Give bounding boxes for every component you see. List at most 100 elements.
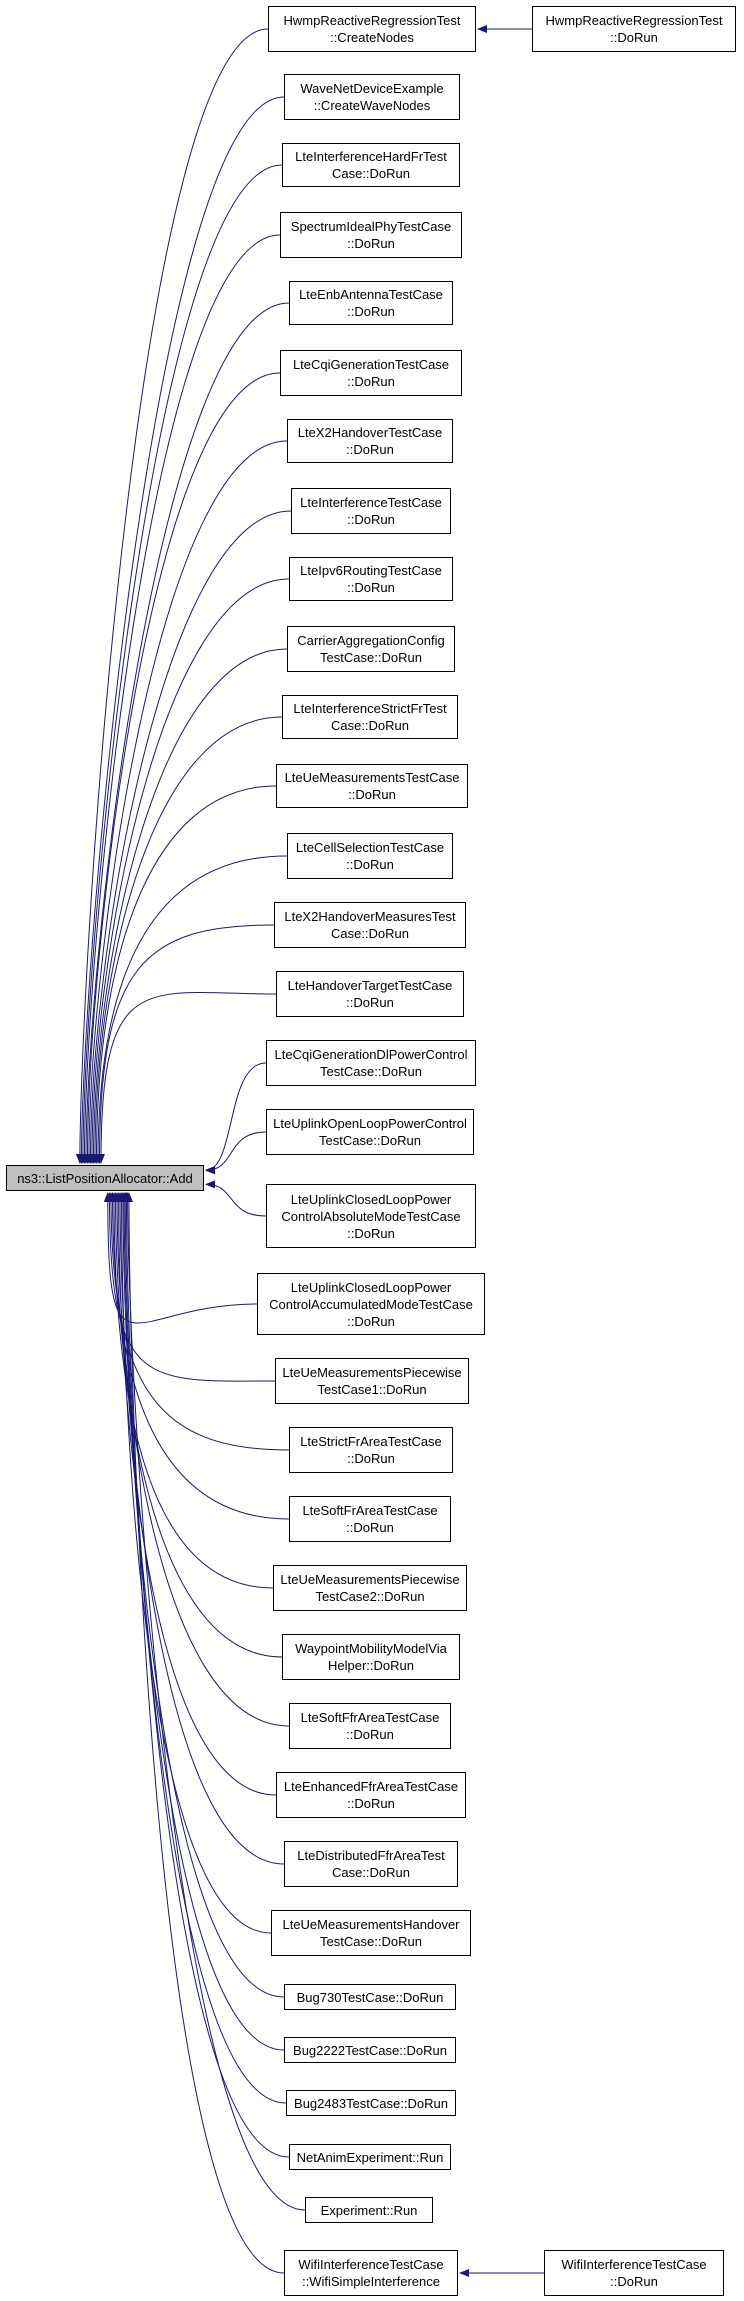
node-label-line: WaveNetDeviceExample — [300, 81, 444, 96]
node-label-line: ::DoRun — [347, 1796, 395, 1811]
node-label-line: ::DoRun — [347, 1225, 395, 1241]
caller-node-n32[interactable]: Experiment::Run — [305, 2197, 433, 2223]
node-label-line: ::DoRun — [346, 1727, 394, 1742]
node-label-line: LteCqiGenerationTestCase — [292, 357, 450, 372]
node-label-line: LteCqiGenerationDlPowerControl — [274, 1047, 468, 1062]
caller-node-n6[interactable]: LteX2HandoverTestCase::DoRun — [287, 419, 453, 463]
call-edge — [106, 1192, 290, 1451]
node-label-line: TestCase::DoRun — [320, 1064, 422, 1079]
node-label-line: ::CreateWaveNodes — [313, 98, 431, 113]
node-label-line: LteX2HandoverMeasuresTest — [284, 909, 456, 924]
node-label-line: LteUeMeasurementsTestCase — [284, 770, 460, 785]
call-edge — [122, 1192, 290, 2158]
node-label-line: TestCase::DoRun — [320, 650, 422, 665]
node-label-line: LteCellSelectionTestCase — [295, 840, 445, 855]
node-label-line: ::DoRun — [346, 995, 394, 1010]
caller-node-n5[interactable]: LteCqiGenerationTestCase::DoRun — [280, 350, 462, 396]
node-label-line: TestCase::DoRun — [320, 1934, 422, 1949]
node-label-line: HwmpReactiveRegressionTest — [283, 13, 461, 28]
node-label-line: WaypointMobilityModelVia — [295, 1641, 447, 1656]
node-label-line: ::DoRun — [346, 857, 394, 872]
node-label-line: LteX2HandoverTestCase — [297, 425, 443, 440]
caller-node-n20[interactable]: LteStrictFrAreaTestCase::DoRun — [289, 1427, 453, 1473]
caller-node-n31[interactable]: NetAnimExperiment::Run — [289, 2144, 451, 2170]
node-label-line: LteSoftFfrAreaTestCase — [300, 1710, 440, 1725]
caller-node-n11[interactable]: LteUeMeasurementsTestCase::DoRun — [276, 764, 468, 808]
node-label-line: Case::DoRun — [331, 1865, 411, 1880]
call-edge — [75, 28, 269, 1164]
caller-node-n1[interactable]: WaveNetDeviceExample::CreateWaveNodes — [284, 74, 460, 120]
call-edge — [84, 440, 288, 1164]
node-label-line: LteUplinkClosedLoopPower — [290, 1191, 452, 1207]
call-edge — [81, 302, 290, 1164]
caller-node-n14[interactable]: LteHandoverTargetTestCase::DoRun — [276, 971, 464, 1017]
node-label-line: ::DoRun — [347, 1451, 395, 1466]
call-edge — [96, 992, 277, 1164]
node-label-line: ::DoRun — [347, 304, 395, 319]
caller-node-n24[interactable]: LteSoftFfrAreaTestCase::DoRun — [289, 1703, 451, 1749]
node-label-line: ::DoRun — [347, 580, 395, 595]
caller-node-n25[interactable]: LteEnhancedFfrAreaTestCase::DoRun — [276, 1772, 466, 1818]
caller-node-n4[interactable]: LteEnbAntennaTestCase::DoRun — [289, 281, 453, 325]
caller-node-n21[interactable]: LteSoftFrAreaTestCase::DoRun — [289, 1496, 451, 1542]
caller-node-s0[interactable]: HwmpReactiveRegressionTest::DoRun — [532, 6, 736, 52]
call-edge — [93, 855, 288, 1164]
node-label-line: TestCase2::DoRun — [315, 1589, 425, 1604]
node-label-line: LteIpv6RoutingTestCase — [300, 563, 442, 578]
caller-node-n8[interactable]: LteIpv6RoutingTestCase::DoRun — [289, 557, 453, 601]
node-label-line: Bug2222TestCase::DoRun — [293, 2042, 447, 2058]
node-label-line: ::DoRun — [347, 374, 395, 389]
node-label-line: ::DoRun — [347, 236, 395, 251]
node-label-line: LteUeMeasurementsPiecewise — [280, 1572, 460, 1587]
call-edge — [105, 1192, 276, 1382]
caller-node-n7[interactable]: LteInterferenceTestCase::DoRun — [291, 488, 451, 534]
call-edge — [205, 1062, 267, 1174]
node-label-line: ::DoRun — [347, 1313, 395, 1329]
call-edge — [114, 1192, 277, 1796]
node-label-line: NetAnimExperiment::Run — [296, 2149, 444, 2165]
node-label-line: LteUeMeasurementsPiecewise — [282, 1365, 462, 1380]
node-label-line: WifiInterferenceTestCase — [298, 2257, 444, 2272]
node-label-line: LteSoftFrAreaTestCase — [302, 1503, 438, 1518]
node-label-line: ControlAccumulatedModeTestCase — [269, 1296, 473, 1312]
call-edge — [118, 1192, 285, 1998]
node-label-line: Case::DoRun — [331, 166, 411, 181]
call-edge — [92, 785, 277, 1164]
node-label-line: LteStrictFrAreaTestCase — [300, 1434, 442, 1449]
caller-node-n28[interactable]: Bug730TestCase::DoRun — [284, 1984, 456, 2010]
call-edge — [77, 96, 285, 1164]
caller-node-n30[interactable]: Bug2483TestCase::DoRun — [286, 2090, 456, 2116]
node-label-line: LteUplinkClosedLoopPower — [290, 1279, 452, 1295]
caller-node-n12[interactable]: LteCellSelectionTestCase::DoRun — [287, 833, 453, 879]
call-edge — [111, 1192, 283, 1658]
node-label-line: LteInterferenceStrictFrTest — [293, 701, 447, 716]
node-label-line: CarrierAggregationConfig — [297, 633, 445, 648]
call-edge — [86, 510, 292, 1164]
node-label-line: Case::DoRun — [330, 926, 410, 941]
caller-node-n29[interactable]: Bug2222TestCase::DoRun — [284, 2037, 456, 2063]
caller-node-n33[interactable]: WifiInterferenceTestCase::WifiSimpleInte… — [284, 2250, 458, 2296]
node-label-line: LteUplinkOpenLoopPowerControl — [273, 1116, 467, 1131]
caller-node-n0[interactable]: HwmpReactiveRegressionTest::CreateNodes — [268, 6, 476, 52]
node-label-line: Helper::DoRun — [328, 1658, 414, 1673]
call-edge — [205, 1180, 267, 1217]
caller-node-n3[interactable]: SpectrumIdealPhyTestCase::DoRun — [280, 212, 462, 258]
call-edge — [90, 716, 283, 1164]
caller-node-s1[interactable]: WifiInterferenceTestCase::DoRun — [544, 2250, 724, 2296]
node-label-line: ::DoRun — [347, 512, 395, 527]
node-label-line: TestCase1::DoRun — [317, 1382, 427, 1397]
